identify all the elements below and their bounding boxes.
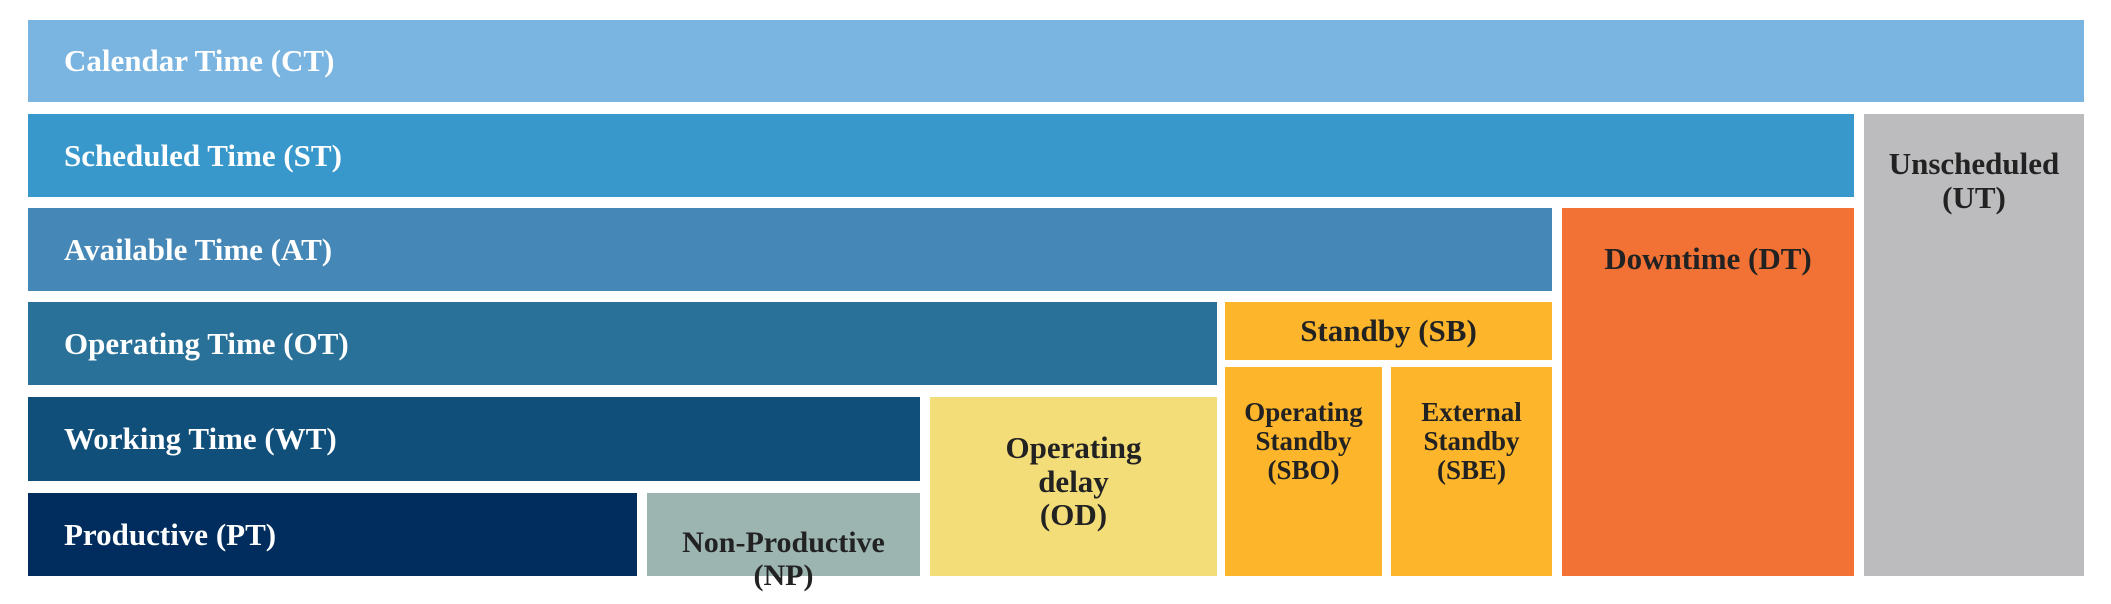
operating-time-box: Operating Time (OT) [28,302,1217,385]
scheduled-time-label: Scheduled Time (ST) [64,137,342,173]
external-standby-label: External Standby (SBE) [1421,397,1522,486]
available-time-box: Available Time (AT) [28,208,1552,291]
unscheduled-time-label: Unscheduled (UT) [1888,146,2060,215]
unscheduled-time-box: Unscheduled (UT) [1864,114,2084,576]
working-time-box: Working Time (WT) [28,397,920,481]
external-standby-box: External Standby (SBE) [1391,367,1552,576]
calendar-time-label: Calendar Time (CT) [64,43,335,78]
productive-time-label: Productive (PT) [64,516,277,552]
productive-time-box: Productive (PT) [28,493,637,576]
working-time-label: Working Time (WT) [64,421,337,456]
calendar-time-box: Calendar Time (CT) [28,20,2084,102]
operating-standby-box: Operating Standby (SBO) [1225,367,1382,576]
available-time-label: Available Time (AT) [64,231,333,267]
operating-time-label: Operating Time (OT) [64,325,349,361]
scheduled-time-box: Scheduled Time (ST) [28,114,1854,197]
non-productive-label: Non-Productive (NP) [682,526,885,592]
downtime-label: Downtime (DT) [1604,241,1812,277]
operating-standby-label: Operating Standby (SBO) [1244,397,1363,486]
operating-delay-box: Operating delay (OD) [930,397,1217,576]
standby-box: Standby (SB) [1225,302,1552,360]
operating-delay-label: Operating delay (OD) [1005,430,1142,533]
downtime-box: Downtime (DT) [1562,208,1854,576]
standby-label: Standby (SB) [1300,313,1477,349]
non-productive-box: Non-Productive (NP) [647,493,920,592]
